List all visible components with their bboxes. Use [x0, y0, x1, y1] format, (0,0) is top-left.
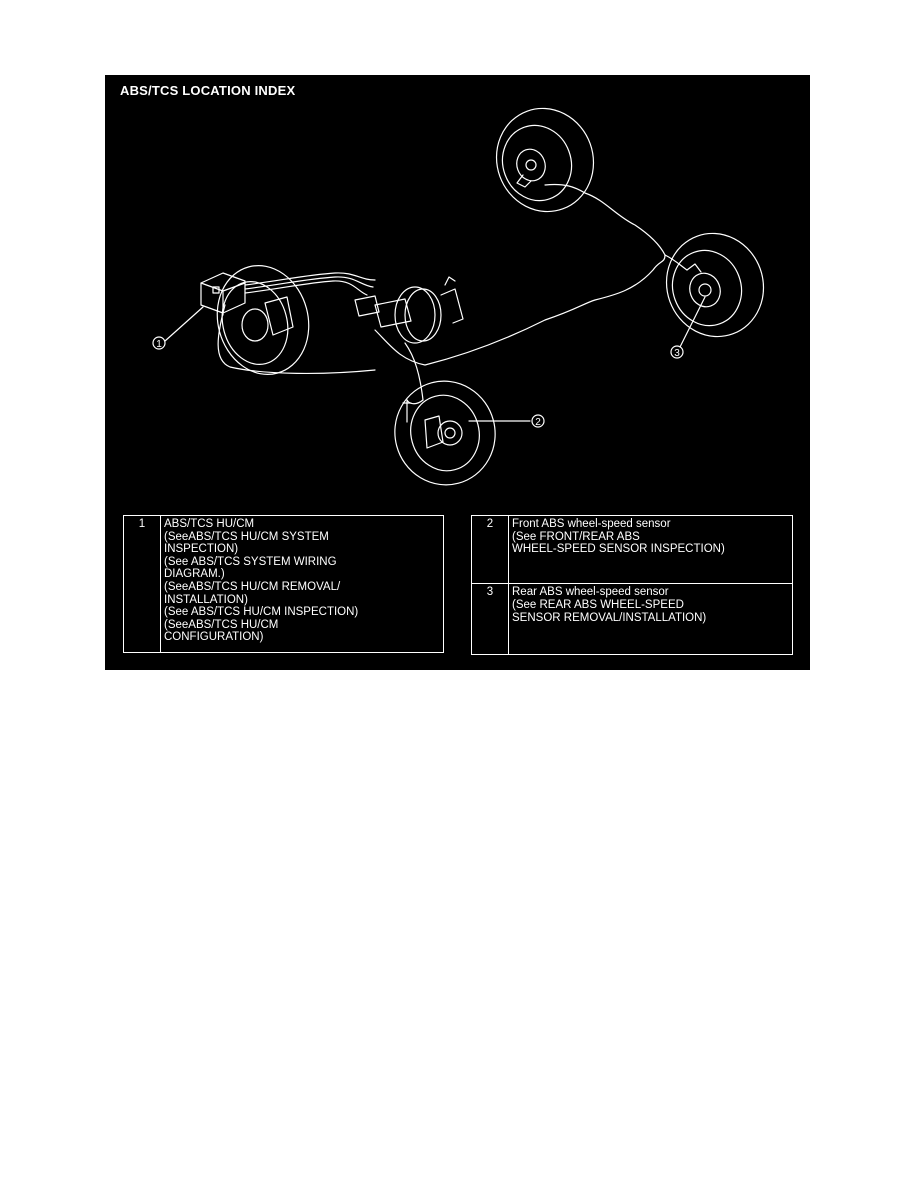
callout-3-label: 3 — [674, 348, 680, 359]
diagram-panel: ABS/TCS LOCATION INDEX — [105, 75, 810, 670]
item-description-line: Front ABS wheel-speed sensor — [512, 518, 671, 530]
item-description: ABS/TCS HU/CM (SeeABS/TCS HU/CM SYSTEM I… — [160, 515, 444, 653]
item-description-line: (See REAR ABS WHEEL-SPEED — [512, 599, 684, 612]
brake-system-illustration: 1 2 3 — [152, 107, 765, 486]
item-description: Rear ABS wheel-speed sensor (See REAR AB… — [508, 583, 793, 655]
item-description-line: (SeeABS/TCS HU/CM REMOVAL/ — [164, 580, 341, 593]
item-number: 1 — [123, 515, 161, 653]
item-description-line: DIAGRAM.) — [164, 568, 225, 581]
item-description-line: (See ABS/TCS HU/CM INSPECTION) — [164, 606, 359, 619]
item-description-line: CONFIGURATION) — [164, 631, 264, 644]
reference-table-right: 2 Front ABS wheel-speed sensor (See FRON… — [471, 514, 793, 655]
item-description-line: INSTALLATION) — [164, 593, 248, 606]
item-description-line: (SeeABS/TCS HU/CM SYSTEM — [164, 530, 329, 543]
table-row: 1 ABS/TCS HU/CM (SeeABS/TCS HU/CM SYSTEM… — [123, 515, 444, 653]
item-description-line: Rear ABS wheel-speed sensor — [512, 586, 669, 599]
callout-2-label: 2 — [535, 417, 541, 428]
item-description-line: WHEEL-SPEED SENSOR INSPECTION) — [512, 543, 725, 556]
rear-wheel-right — [665, 232, 765, 338]
table-row: 2 Front ABS wheel-speed sensor (See FRON… — [471, 514, 793, 585]
callout-1-leader — [164, 306, 204, 342]
item-number: 2 — [471, 514, 509, 585]
item-description-line: ABS/TCS HU/CM — [164, 518, 255, 530]
item-description-line: SENSOR REMOVAL/INSTALLATION) — [512, 611, 707, 624]
item-description-line: (See ABS/TCS SYSTEM WIRING — [164, 555, 337, 568]
callout-2-circle — [531, 414, 545, 428]
item-number: 3 — [471, 583, 509, 655]
callout-1-circle — [152, 336, 166, 350]
callout-3-circle — [670, 345, 684, 359]
brake-lines — [217, 183, 688, 405]
item-description: Front ABS wheel-speed sensor (See FRONT/… — [508, 514, 793, 585]
hu-cm-unit — [200, 272, 246, 316]
item-description-line: (SeeABS/TCS HU/CM — [164, 618, 279, 631]
diagram-title: ABS/TCS LOCATION INDEX — [120, 83, 296, 98]
reference-table-left: 1 ABS/TCS HU/CM (SeeABS/TCS HU/CM SYSTEM… — [123, 515, 444, 653]
callout-3-leader — [679, 296, 706, 348]
front-wheel-left — [216, 265, 310, 375]
table-row: 3 Rear ABS wheel-speed sensor (See REAR … — [471, 583, 793, 655]
front-wheel-bottom — [394, 380, 496, 486]
rear-wheel-top — [495, 107, 595, 213]
callout-1-label: 1 — [156, 339, 162, 350]
item-description-line: (See FRONT/REAR ABS — [512, 530, 640, 543]
brake-booster — [354, 276, 464, 344]
item-description-line: INSPECTION) — [164, 543, 239, 556]
